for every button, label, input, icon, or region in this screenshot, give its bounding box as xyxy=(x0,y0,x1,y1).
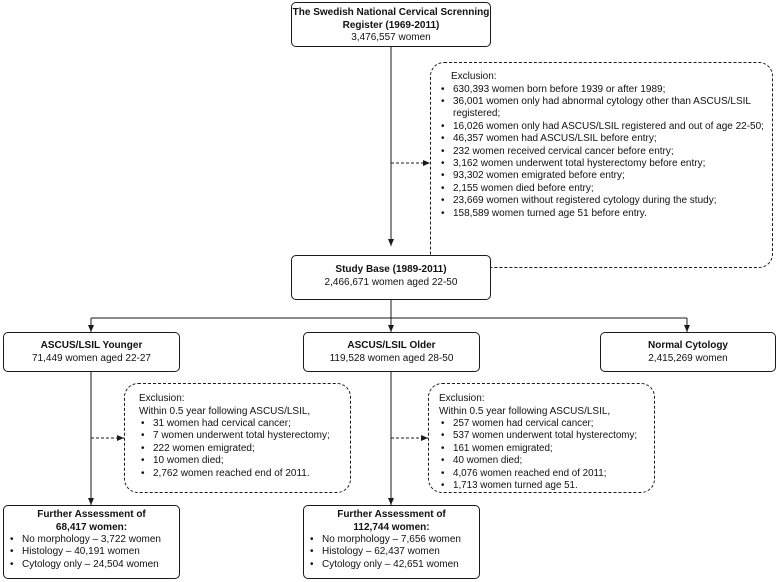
ascus-younger-box: ASCUS/LSIL Younger 71,449 women aged 22-… xyxy=(3,332,180,372)
assess-older-title-line2: 112,744 women: xyxy=(353,521,430,533)
exclusion-older-heading: Exclusion: xyxy=(439,393,485,404)
list-item: 36,001 women only had abnormal cytology … xyxy=(439,96,764,121)
assess-younger-list: No morphology – 3,722 women Histology – … xyxy=(8,534,175,572)
older-subtitle: 119,528 women aged 28-50 xyxy=(329,352,454,364)
list-item: 161 women emigrated; xyxy=(439,443,648,456)
assess-older-list: No morphology – 7,656 women Histology – … xyxy=(308,534,475,572)
assessment-box-younger: Further Assessment of 68,417 women: No m… xyxy=(3,505,180,579)
exclusion-younger-intro: Within 0.5 year following ASCUS/LSIL, xyxy=(139,405,311,417)
list-item: 158,589 women turned age 51 before entry… xyxy=(439,208,764,221)
register-count: 3,476,557 women xyxy=(351,32,431,43)
list-item: 1,713 women turned age 51. xyxy=(439,480,648,493)
list-item: 46,357 women had ASCUS/LSIL before entry… xyxy=(439,133,764,146)
assessment-box-older: Further Assessment of 112,744 women: No … xyxy=(303,505,480,579)
exclusion-older-intro: Within 0.5 year following ASCUS/LSIL, xyxy=(439,405,611,417)
study-base-box: Study Base (1989-2011) 2,466,671 women a… xyxy=(291,255,491,300)
list-item: 2,762 women reached end of 2011. xyxy=(139,468,344,481)
list-item: 537 women underwent total hysterectomy; xyxy=(439,430,648,443)
exclusion-box-younger: Exclusion: Within 0.5 year following ASC… xyxy=(124,383,351,493)
assess-younger-title-line2: 68,417 women: xyxy=(55,521,128,533)
list-item: Histology – 40,191 women xyxy=(8,546,175,559)
normal-title: Normal Cytology xyxy=(647,340,728,351)
list-item: 23,669 women without registered cytology… xyxy=(439,195,764,208)
younger-subtitle: 71,449 women aged 22-27 xyxy=(32,352,151,364)
list-item: Histology – 62,437 women xyxy=(308,546,475,559)
list-item: 3,162 women underwent total hysterectomy… xyxy=(439,158,764,171)
list-item: 16,026 women only had ASCUS/LSIL registe… xyxy=(439,121,764,134)
exclusion-older-list: 257 women had cervical cancer; 537 women… xyxy=(439,418,648,493)
list-item: 257 women had cervical cancer; xyxy=(439,418,648,431)
study-base-title: Study Base (1989-2011) xyxy=(335,264,447,275)
list-item: 31 women had cervical cancer; xyxy=(139,418,344,431)
study-base-subtitle: 2,466,671 women aged 22-50 xyxy=(324,276,458,288)
list-item: 40 women died; xyxy=(439,455,648,468)
exclusion-younger-heading: Exclusion: xyxy=(139,393,185,404)
list-item: 93,302 women emigrated before entry; xyxy=(439,170,764,183)
list-item: 4,076 women reached end of 2011; xyxy=(439,468,648,481)
normal-subtitle: 2,415,269 women xyxy=(648,352,728,364)
ascus-older-box: ASCUS/LSIL Older 119,528 women aged 28-5… xyxy=(303,332,480,372)
exclusion-main-list: 630,393 women born before 1939 or after … xyxy=(439,84,764,221)
list-item: 630,393 women born before 1939 or after … xyxy=(439,84,764,97)
exclusion-main-heading: Exclusion: xyxy=(451,71,497,82)
list-item: 232 women received cervical cancer befor… xyxy=(439,146,764,159)
list-item: Cytology only – 42,651 women xyxy=(308,559,475,572)
younger-title: ASCUS/LSIL Younger xyxy=(40,340,143,351)
exclusion-box-main: Exclusion: 630,393 women born before 193… xyxy=(430,62,773,268)
list-item: 222 women emigrated; xyxy=(139,443,344,456)
list-item: No morphology – 3,722 women xyxy=(8,534,175,547)
assess-older-title-line1: Further Assessment of xyxy=(337,509,446,520)
register-title-line2: Register (1969-2011) xyxy=(342,19,440,31)
assess-younger-title-line1: Further Assessment of xyxy=(37,509,146,520)
list-item: No morphology – 7,656 women xyxy=(308,534,475,547)
exclusion-younger-list: 31 women had cervical cancer; 7 women un… xyxy=(139,418,344,480)
register-title-line1: The Swedish National Cervical Screnning xyxy=(292,7,490,18)
normal-cytology-box: Normal Cytology 2,415,269 women xyxy=(600,332,776,372)
list-item: 10 women died; xyxy=(139,455,344,468)
list-item: Cytology only – 24,504 women xyxy=(8,559,175,572)
list-item: 7 women underwent total hysterectomy; xyxy=(139,430,344,443)
exclusion-box-older: Exclusion: Within 0.5 year following ASC… xyxy=(428,383,655,493)
older-title: ASCUS/LSIL Older xyxy=(347,340,436,351)
register-box: The Swedish National Cervical Screnning … xyxy=(291,2,491,47)
list-item: 2,155 women died before entry; xyxy=(439,183,764,196)
